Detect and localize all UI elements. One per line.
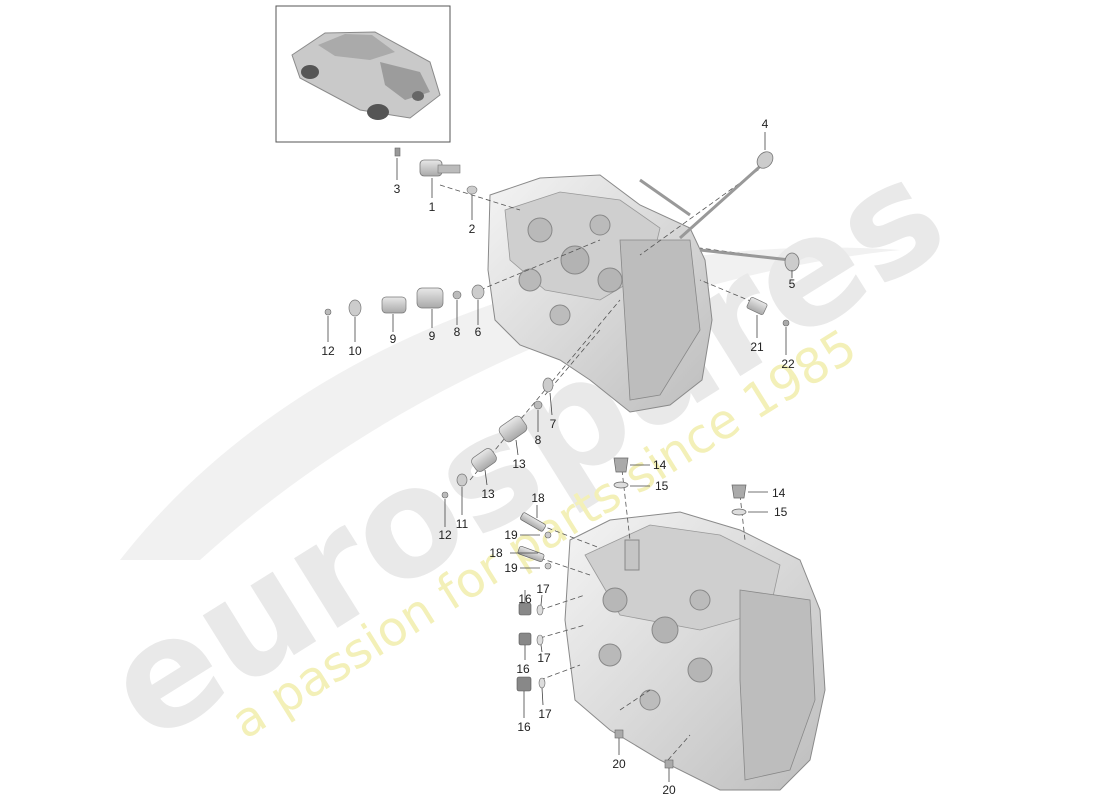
callout-8a: 8 [454,325,461,339]
part-4-valve [679,151,774,240]
callout-16b: 16 [516,662,530,676]
callout-15b: 15 [774,505,788,519]
callout-22: 22 [781,357,795,371]
callout-18a: 18 [531,491,545,505]
callout-8b: 8 [535,433,542,447]
part-21-sensor [746,297,768,315]
part-1-actuator [419,159,461,177]
upper-cylinder-head [487,174,713,413]
callout-12a: 12 [321,344,335,358]
callout-6: 6 [475,325,482,339]
part-9-spring-b [416,287,444,309]
callout-18b: 18 [489,546,503,560]
callout-16a: 16 [518,592,532,606]
callout-13b: 13 [481,487,495,501]
callout-16c: 16 [517,720,531,734]
callout-12b: 12 [438,528,452,542]
lower-cylinder-head [564,511,826,791]
callout-9b: 9 [429,329,436,343]
leader-lines [327,132,793,782]
callout-14b: 14 [772,486,786,500]
callout-20a: 20 [612,757,626,771]
callout-19b: 19 [504,561,518,575]
callout-17b: 17 [537,651,551,665]
callout-10: 10 [348,344,362,358]
callout-4: 4 [762,117,769,131]
callout-21: 21 [750,340,764,354]
callout-15a: 15 [655,479,669,493]
callout-7: 7 [550,417,557,431]
part-5-valve [699,248,800,272]
part-13-spring-a [498,415,528,443]
callout-11: 11 [456,517,469,531]
callout-13a: 13 [512,457,526,471]
callout-17a: 17 [536,582,550,596]
callout-2: 2 [469,222,476,236]
part-14-plug-b [731,484,747,499]
part-14-plug-a [613,457,629,473]
callout-19a: 19 [504,528,518,542]
callout-9a: 9 [390,332,397,346]
part-9-spring-a [381,296,407,314]
car-thumbnail [275,5,451,143]
callout-labels: 3 1 2 4 5 21 22 12 10 9 9 8 6 7 8 13 13 … [321,117,795,797]
part-13-spring-b [471,448,497,472]
car-thumbnail-icon [291,31,441,120]
callout-17c: 17 [538,707,552,721]
callout-5: 5 [789,277,796,291]
callout-3: 3 [394,182,401,196]
callout-20b: 20 [662,783,676,797]
callout-1: 1 [429,200,436,214]
callout-14a: 14 [653,458,667,472]
